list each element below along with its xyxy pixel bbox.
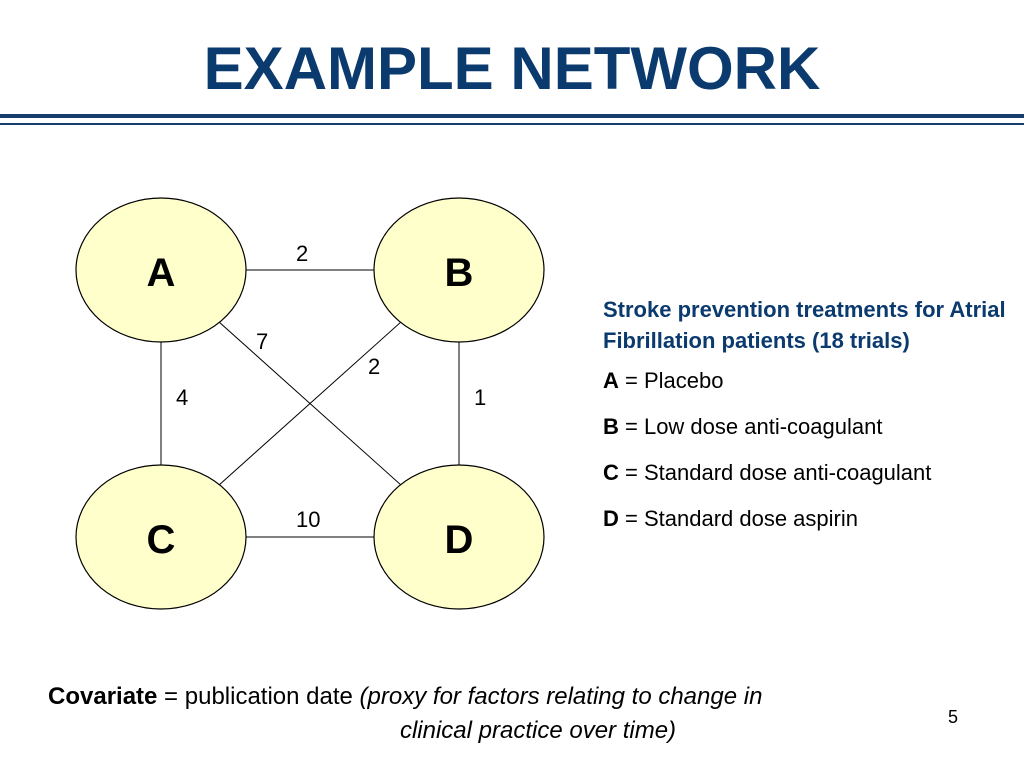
covariate-note-line1: (proxy for factors relating to change in — [359, 683, 763, 710]
edge-label-b-c: 2 — [368, 354, 380, 379]
legend-item-a: A = Placebo — [603, 365, 1013, 396]
edge-label-b-d: 1 — [474, 385, 486, 410]
node-d-circle — [373, 464, 545, 610]
legend-item-b: B = Low dose anti-coagulant — [603, 411, 1013, 442]
covariate-label: Covariate — [48, 683, 158, 710]
legend-key: C — [603, 460, 619, 485]
covariate-note: Covariate = publication date (proxy for … — [48, 680, 928, 748]
legend-text: = Low dose anti-coagulant — [618, 414, 883, 439]
legend-key: A — [603, 368, 619, 393]
treatment-legend: Stroke prevention treatments for Atrial … — [603, 294, 1013, 549]
node-c: C — [75, 464, 247, 610]
title-divider-thin — [0, 123, 1024, 125]
node-c-label: C — [147, 518, 176, 562]
node-b-circle — [373, 197, 545, 343]
node-d-label: D — [445, 518, 474, 562]
legend-text: = Standard dose anti-coagulant — [618, 460, 932, 485]
edge-label-c-d: 10 — [296, 507, 320, 532]
node-d: D — [373, 464, 545, 610]
title-divider-thick — [0, 114, 1024, 118]
legend-heading: Stroke prevention treatments for Atrial … — [603, 297, 1006, 353]
slide-title: EXAMPLE NETWORK — [203, 35, 821, 102]
node-a-circle — [75, 197, 247, 343]
edge-label-a-b: 2 — [296, 241, 308, 266]
legend-text: = Standard dose aspirin — [618, 506, 858, 531]
legend-item-d: D = Standard dose aspirin — [603, 503, 1013, 534]
edge-label-a-d: 7 — [256, 329, 268, 354]
legend-key: B — [603, 414, 619, 439]
node-c-circle — [75, 464, 247, 610]
node-a: A — [75, 197, 247, 343]
node-a-label: A — [147, 251, 176, 295]
legend-text: = Placebo — [618, 368, 724, 393]
page-number: 5 — [948, 707, 959, 727]
covariate-text: = publication date — [157, 683, 360, 710]
node-b-label: B — [445, 251, 474, 295]
legend-item-c: C = Standard dose anti-coagulant — [603, 457, 1013, 488]
edge-label-a-c: 4 — [176, 385, 188, 410]
covariate-note-line2: clinical practice over time) — [399, 717, 677, 744]
legend-key: D — [603, 506, 619, 531]
node-b: B — [373, 197, 545, 343]
network-nodes: A B C D — [75, 197, 545, 610]
